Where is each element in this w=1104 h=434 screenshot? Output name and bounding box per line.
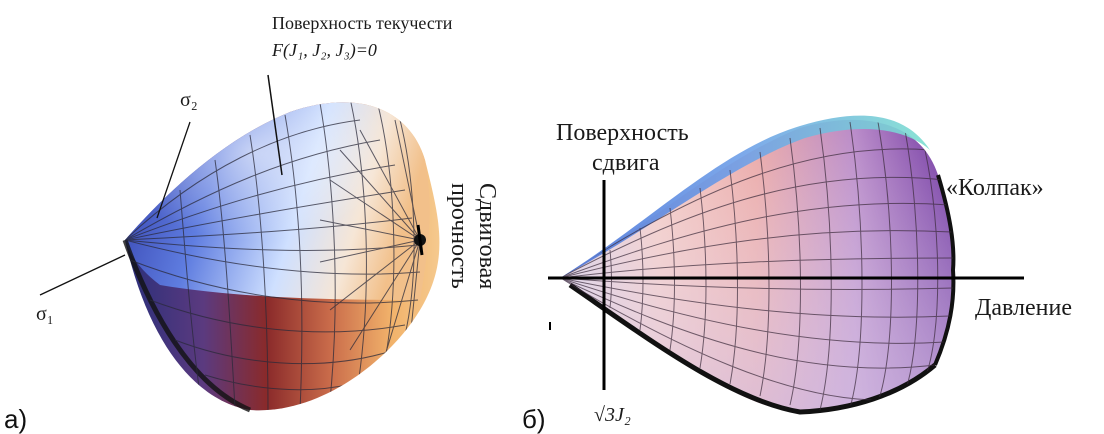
shear-strength-line1: Сдвиговая bbox=[474, 183, 500, 289]
pressure-label: Давление bbox=[975, 295, 1072, 321]
yield-surface-body bbox=[122, 102, 440, 413]
axis-sigma1-label: σ₁ bbox=[36, 303, 54, 325]
cap-surface-mesh bbox=[560, 121, 954, 411]
cap-surface-body bbox=[560, 115, 956, 415]
shear-strength-line2: прочность bbox=[446, 183, 472, 289]
panel-b-caption: б) bbox=[522, 404, 546, 434]
axis-sigma2-label: σ₂ bbox=[180, 89, 198, 111]
yield-surface-title-line1: Поверхность текучести bbox=[272, 13, 453, 33]
yield-surface-title-line2: F(J₁, J₂, J₃)=0 bbox=[271, 40, 377, 61]
leader-sigma2 bbox=[156, 121, 191, 219]
panel-b-cap-model: Поверхность сдвига «Колпак» Давление √3J… bbox=[522, 115, 1072, 434]
cap-label: «Колпак» bbox=[946, 175, 1044, 201]
shear-surface-label-line2: сдвига bbox=[592, 150, 660, 176]
panel-a-caption: а) bbox=[4, 404, 27, 434]
yield-surface-mesh bbox=[125, 102, 421, 411]
shear-surface-label-line1: Поверхность bbox=[556, 120, 689, 146]
shear-strength-label: Сдвиговая прочность bbox=[446, 183, 500, 289]
panel-a-yield-surface: Поверхность текучести F(J₁, J₂, J₃)=0 σ₂… bbox=[4, 13, 500, 434]
leader-sigma1 bbox=[39, 254, 126, 296]
sqrt-3j2-label: √3J₂ bbox=[594, 404, 631, 426]
leader-title bbox=[267, 74, 283, 176]
